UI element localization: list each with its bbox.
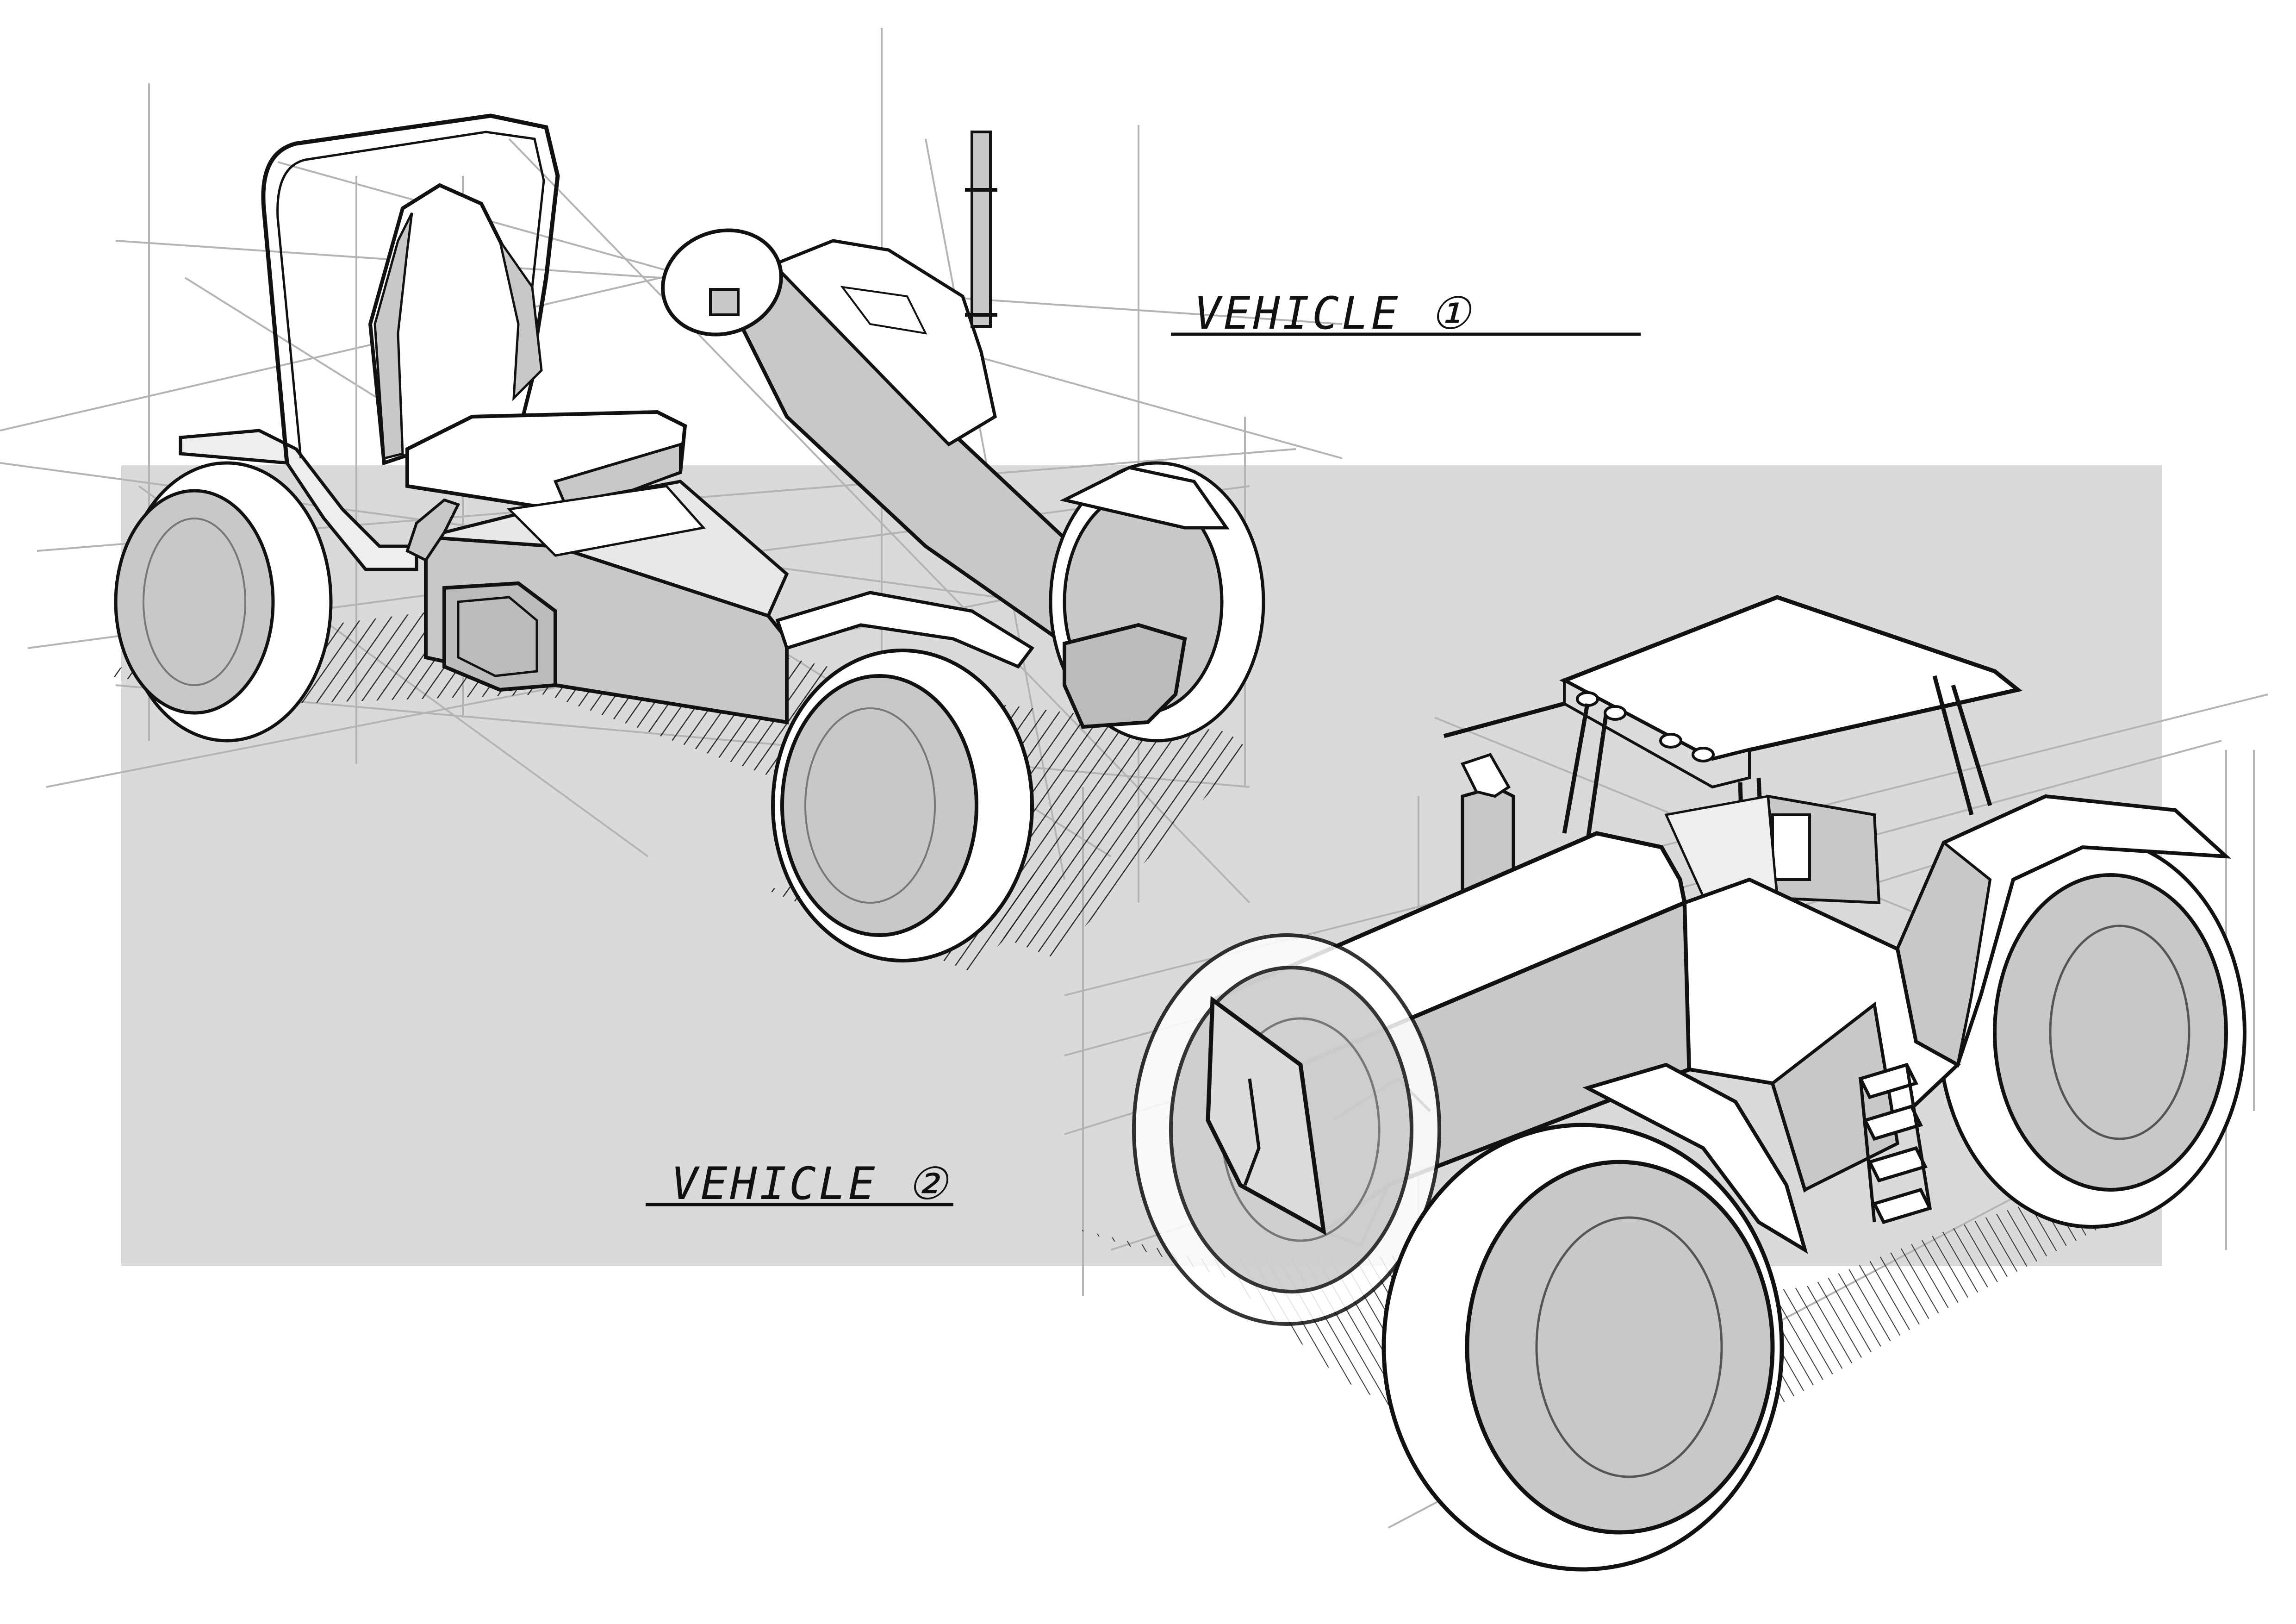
label-bottom: VEHICLE ② [671,1158,950,1210]
kart-roll-bar [261,113,560,463]
tractor-rear-right-wheel [1937,836,2246,1229]
kart-front-left-fender [775,591,1035,669]
kart-seat-back [368,183,539,466]
tractor-roof-lights [1576,691,1715,762]
tractor-seat [1771,813,1811,881]
kart-nose [1063,623,1187,729]
tractor-drawing [1069,595,2246,1572]
kart-side-panel [442,581,557,692]
kart-front-right-fender [1059,466,1230,530]
tractor-steps [1858,1062,1932,1224]
kart-front-left-wheel [771,649,1034,962]
kart-steering-wheel [661,228,783,337]
kart-pole [971,131,992,328]
kart-gear-lever [405,498,460,562]
label-top-group: VEHICLE ① [1171,287,1641,339]
kart-rear-wheel [114,461,333,743]
label-top: VEHICLE ① [1194,287,1473,339]
label-bottom-group: VEHICLE ② [646,1158,953,1210]
kart-rear-fender [179,429,418,571]
pedal-kart-drawing [106,113,1265,972]
tractor-front-big-wheel [1381,1123,1784,1572]
tractor-front-fender [1582,1062,1808,1254]
kart-steering-hub [709,288,740,316]
